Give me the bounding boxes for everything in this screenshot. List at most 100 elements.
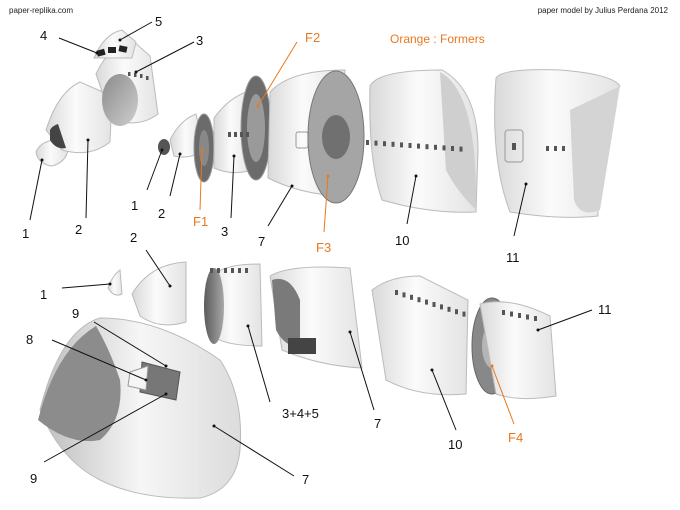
passenger-window xyxy=(417,297,421,303)
passenger-window xyxy=(410,294,413,300)
top-row-fuselage xyxy=(158,69,621,218)
label-11: 11 xyxy=(506,250,520,265)
passenger-window xyxy=(451,146,454,151)
passenger-window xyxy=(417,143,420,149)
passenger-window xyxy=(518,313,521,318)
label-11: 11 xyxy=(598,302,612,317)
passenger-window xyxy=(425,299,428,305)
section-10-inner xyxy=(440,72,477,210)
label-F1: F1 xyxy=(193,214,208,229)
passenger-window xyxy=(134,73,137,77)
label-1: 1 xyxy=(40,287,47,302)
passenger-window xyxy=(434,144,437,150)
label-1: 1 xyxy=(22,226,29,241)
passenger-window xyxy=(210,268,213,273)
passenger-window xyxy=(425,144,429,150)
label-3: 3 xyxy=(196,33,203,48)
passenger-window xyxy=(383,141,386,147)
passenger-window xyxy=(217,268,220,273)
passenger-window xyxy=(245,268,248,273)
passenger-window xyxy=(140,74,143,78)
label-2: 2 xyxy=(130,230,137,245)
former-F1-inner xyxy=(199,130,209,166)
section-345-opening xyxy=(204,268,224,344)
label-5: 5 xyxy=(155,14,162,29)
passenger-window xyxy=(228,132,231,137)
tip-part-small xyxy=(158,139,170,155)
passenger-window xyxy=(374,140,378,146)
window-row xyxy=(210,268,537,321)
section-11-inner xyxy=(570,86,620,213)
passenger-window xyxy=(462,311,466,317)
passenger-window xyxy=(442,145,446,151)
passenger-window xyxy=(447,306,451,312)
passenger-window xyxy=(455,309,458,315)
section-10-part xyxy=(371,275,469,396)
door-window xyxy=(512,143,516,150)
label-4: 4 xyxy=(40,28,47,43)
passenger-window xyxy=(440,304,443,310)
passenger-window xyxy=(128,72,131,76)
door-outline xyxy=(504,129,524,163)
cockpit-window xyxy=(96,48,106,57)
cockpit-window xyxy=(108,47,116,53)
window-row xyxy=(228,132,565,152)
passenger-window xyxy=(432,302,436,307)
wing-box-highlight xyxy=(127,365,149,391)
label-2: 2 xyxy=(75,222,82,237)
passenger-window xyxy=(562,146,565,151)
passenger-window xyxy=(554,146,557,151)
credit-text: paper model by Julius Perdana 2012 xyxy=(537,6,668,15)
cockpit-window xyxy=(118,45,128,53)
site-name: paper-replika.com xyxy=(9,6,74,15)
label-10: 10 xyxy=(395,233,409,248)
passenger-window xyxy=(366,140,369,145)
label-3: 3 xyxy=(221,224,228,239)
nose-tip-part xyxy=(107,269,123,296)
passenger-window xyxy=(238,268,241,273)
cockpit-opening xyxy=(102,74,138,126)
section-11-part xyxy=(479,301,557,400)
passenger-window xyxy=(526,314,529,320)
label-3-4-5: 3+4+5 xyxy=(282,406,319,421)
passenger-window xyxy=(146,76,149,80)
passenger-window xyxy=(408,143,412,148)
annotations: 4 5 3 1 2 1 2 F1 3 F2 Orange : Formers 7… xyxy=(22,14,612,487)
label-1: 1 xyxy=(131,198,138,213)
label-F2: F2 xyxy=(305,30,320,45)
label-F4: F4 xyxy=(508,430,523,445)
legend-text: Orange : Formers xyxy=(390,32,485,46)
label-F3: F3 xyxy=(316,240,331,255)
former-F3-inner xyxy=(322,115,350,159)
passenger-window xyxy=(459,146,463,152)
section-7-large-inner xyxy=(38,326,121,442)
passenger-window xyxy=(231,268,234,273)
section-7-inner xyxy=(272,278,300,348)
middle-row-fuselage xyxy=(107,261,557,400)
top-left-nose-assembly xyxy=(35,29,159,167)
bottom-large-section xyxy=(38,317,242,499)
passenger-window xyxy=(246,132,249,137)
label-7: 7 xyxy=(374,416,381,431)
nose-cone-part xyxy=(131,261,187,326)
passenger-window xyxy=(502,310,505,315)
passenger-window xyxy=(510,311,513,317)
passenger-window xyxy=(402,292,406,298)
passenger-window xyxy=(224,268,227,273)
passenger-window xyxy=(395,290,398,295)
passenger-window xyxy=(546,146,549,151)
label-8: 8 xyxy=(26,332,33,347)
passenger-window xyxy=(534,316,537,321)
wheel-well xyxy=(288,338,316,354)
label-9: 9 xyxy=(72,306,79,321)
label-2: 2 xyxy=(158,206,165,221)
label-9: 9 xyxy=(30,471,37,486)
label-7: 7 xyxy=(258,234,265,249)
passenger-window xyxy=(391,141,395,147)
passenger-window xyxy=(400,142,403,148)
label-10: 10 xyxy=(448,437,462,452)
nose-cone-dark-band xyxy=(50,124,66,149)
label-7: 7 xyxy=(302,472,309,487)
former-F2-inner xyxy=(247,94,265,162)
